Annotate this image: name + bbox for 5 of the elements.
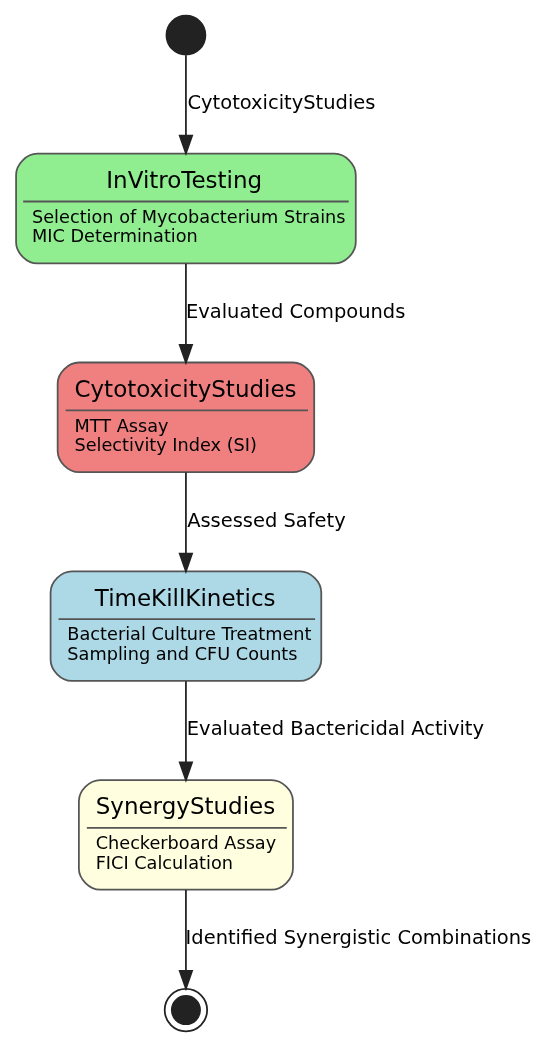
edge-label: Assessed Safety	[186, 508, 346, 532]
edge-label: Identified Synergistic Combinations	[185, 926, 531, 950]
edge-label: CytotoxicityStudies	[187, 91, 375, 115]
edge-label: Evaluated Compounds	[185, 299, 405, 323]
edge-label: Evaluated Bactericidal Activity	[186, 717, 484, 741]
